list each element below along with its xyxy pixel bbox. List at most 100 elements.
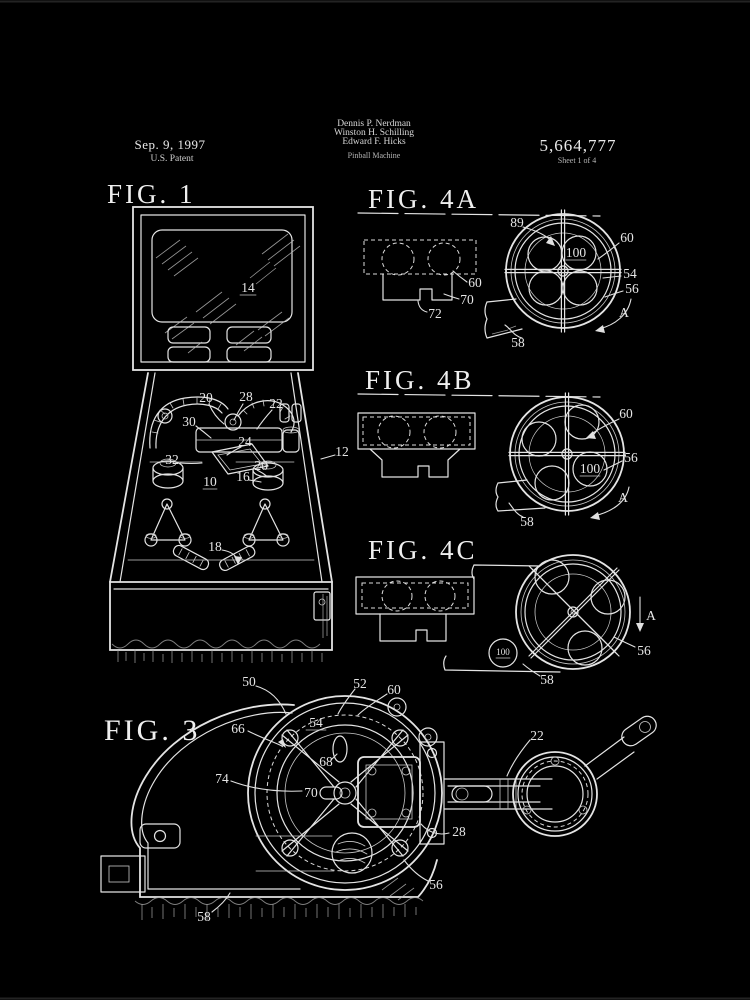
fig4c-arrowhead-A [636, 623, 644, 632]
fig3-flange-hole [367, 766, 377, 776]
fig3-hub-hole [339, 787, 351, 799]
fig3-lug [418, 727, 438, 747]
patent-title: Pinball Machine [348, 151, 401, 160]
fig4a-arrowhead-A [595, 325, 605, 333]
fig4a-arrow-89 [546, 236, 555, 246]
ref-58: 58 [197, 909, 211, 924]
ref-50: 50 [242, 674, 256, 689]
backbox-outer [132, 206, 314, 371]
fig3-foot-tab [100, 855, 146, 893]
ref-A: A [646, 608, 656, 623]
fig4a-pocket [381, 242, 415, 276]
fig4c-pocket [424, 580, 456, 612]
ref-26: 26 [254, 458, 268, 473]
fig4b-pocket [423, 415, 457, 449]
fig3-base-inner [141, 711, 301, 890]
fig3-ball [331, 832, 373, 874]
ref-14: 14 [241, 280, 255, 295]
ref-100: 100 [580, 461, 601, 476]
fig3-knob-hole [639, 721, 651, 733]
ref-32: 32 [165, 452, 179, 467]
post-hole [229, 418, 237, 426]
backbox-screen [151, 229, 293, 323]
fig3-flange-hole [401, 766, 411, 776]
fig3-handle-top [584, 736, 625, 767]
cylinder-top [282, 426, 300, 434]
fig3-mount-tab [139, 823, 181, 849]
ref-28: 28 [239, 389, 253, 404]
fig4a-label: FIG. 4A [368, 184, 479, 214]
ref-A: A [619, 305, 629, 320]
ramp-right [237, 400, 295, 433]
fig3-ring [276, 724, 414, 862]
cabinet-fringe-strokes [117, 649, 323, 663]
fig3-ball-shading [335, 841, 368, 864]
ref-58: 58 [520, 514, 534, 529]
cabinet-front [109, 581, 333, 651]
fig3-pill [319, 786, 343, 800]
fig4b-bracket [369, 448, 461, 478]
us-patent-label: U.S. Patent [150, 154, 193, 164]
ref-60: 60 [387, 682, 401, 697]
coin-slot [318, 598, 326, 606]
fig1-label: FIG. 1 [107, 179, 196, 209]
cabinet-fringe [111, 639, 321, 649]
ref-56: 56 [625, 281, 639, 296]
fig3-ring-hole [578, 805, 588, 815]
fig4a-leaders [504, 242, 624, 339]
cylinder-large [282, 429, 300, 453]
ref-72: 72 [428, 306, 442, 321]
fig3-housing-inner [254, 702, 436, 884]
fig4b-pocket [377, 415, 411, 449]
ref-60: 60 [619, 406, 633, 421]
fig3-arrow-66 [278, 739, 286, 748]
fig4c-ball [488, 638, 518, 668]
cylinder [279, 403, 290, 423]
fig3-ring-dashed [521, 760, 589, 828]
patent-number: 5,664,777 [540, 136, 617, 155]
fig4a-pocket [427, 242, 461, 276]
inventor-1: Dennis P. Nerdman [337, 119, 411, 129]
fig4a-wheel [504, 209, 622, 333]
fig4b-label: FIG. 4B [365, 365, 475, 395]
ref-52: 52 [353, 676, 367, 691]
fig4a-bracket-leaders [417, 270, 468, 313]
ref-68: 68 [319, 754, 333, 769]
coin-door [313, 591, 331, 621]
fig4a-bracket [382, 273, 453, 301]
fig3-fringe [134, 897, 424, 905]
fig3-hub [333, 781, 357, 805]
fig3-slot [332, 735, 348, 763]
fig3-ring-outer [512, 751, 598, 837]
ref-30: 30 [182, 414, 196, 429]
fig3-shaft-pin [455, 787, 469, 801]
fig3-label: FIG. 3 [104, 714, 200, 747]
fig1-drawing: 14 20 28 22 30 24 32 12 26 16 10 18 [109, 206, 349, 663]
screen-hatch [155, 233, 301, 340]
fig3-leaders [211, 685, 531, 913]
ref-18: 18 [208, 539, 222, 554]
platform [211, 443, 269, 475]
panel-hatch [187, 330, 263, 354]
fig3-ring-hole [522, 805, 532, 815]
cabinet-right-inner [290, 372, 323, 583]
cabinet-left-inner [119, 372, 156, 583]
fig3-corner-hatch [381, 877, 415, 901]
cylinder [291, 403, 302, 423]
cabinet-left-outer [109, 372, 149, 583]
ref-66: 66 [231, 721, 245, 736]
fig3-handle-knob [621, 715, 657, 747]
ref-28: 28 [452, 824, 466, 839]
ref-56: 56 [637, 643, 651, 658]
sheet-label: Sheet 1 of 4 [558, 156, 596, 165]
ramp-left-inner [155, 403, 223, 449]
fig4a-tail [484, 298, 523, 339]
ref-54: 54 [309, 715, 323, 730]
fig3-foot-slot [108, 865, 130, 883]
slingshot-left [144, 498, 192, 547]
fig4a-topline [357, 212, 601, 217]
fig3-flange-hole [367, 808, 377, 818]
flipper-left [172, 544, 210, 571]
bumper-left [152, 458, 184, 489]
fig4b-arrow-60 [586, 431, 596, 439]
